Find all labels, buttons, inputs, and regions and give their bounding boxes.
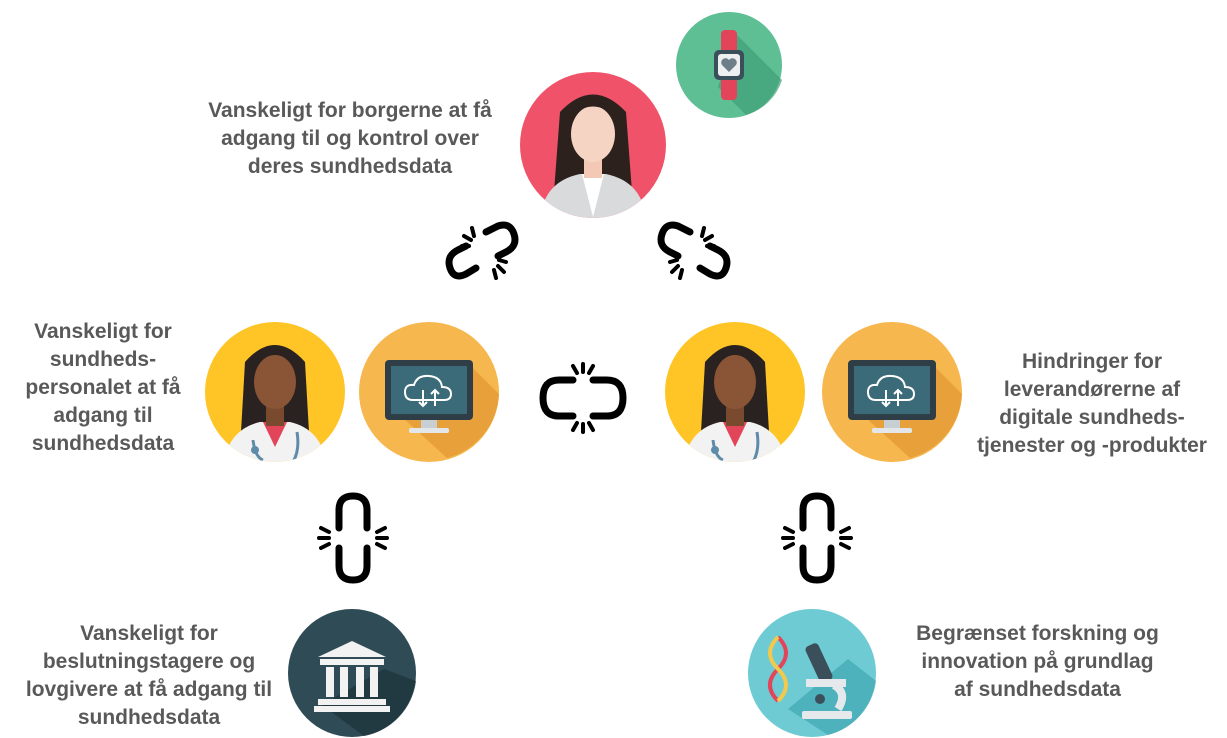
label-citizens: Vanskeligt for borgerne at få adgang til… [208,99,492,178]
label-policymakers: Vanskeligt for beslutningstagere og lovg… [25,622,273,729]
dna-microscope-icon [748,609,876,737]
broken-chain-link-icon [533,360,633,436]
broken-chain-link-icon [313,490,393,586]
cloud-monitor-icon [359,322,499,462]
label-health-staff: Vanskeligt for sundheds- personalet at f… [25,320,181,455]
doctor-woman-icon [665,322,805,462]
broken-chain-link-icon [438,218,526,298]
broken-chain-link-icon [777,490,857,586]
doctor-woman-icon [205,322,345,462]
cloud-monitor-icon [822,322,962,462]
label-research: Begrænset forskning og innovation på gru… [916,622,1159,701]
label-providers: Hindringer for leverandørerne af digital… [977,350,1207,457]
smartwatch-heart-icon [676,12,782,118]
citizen-woman-icon [520,72,666,218]
broken-chain-link-icon [650,218,738,298]
government-building-icon [288,609,416,737]
